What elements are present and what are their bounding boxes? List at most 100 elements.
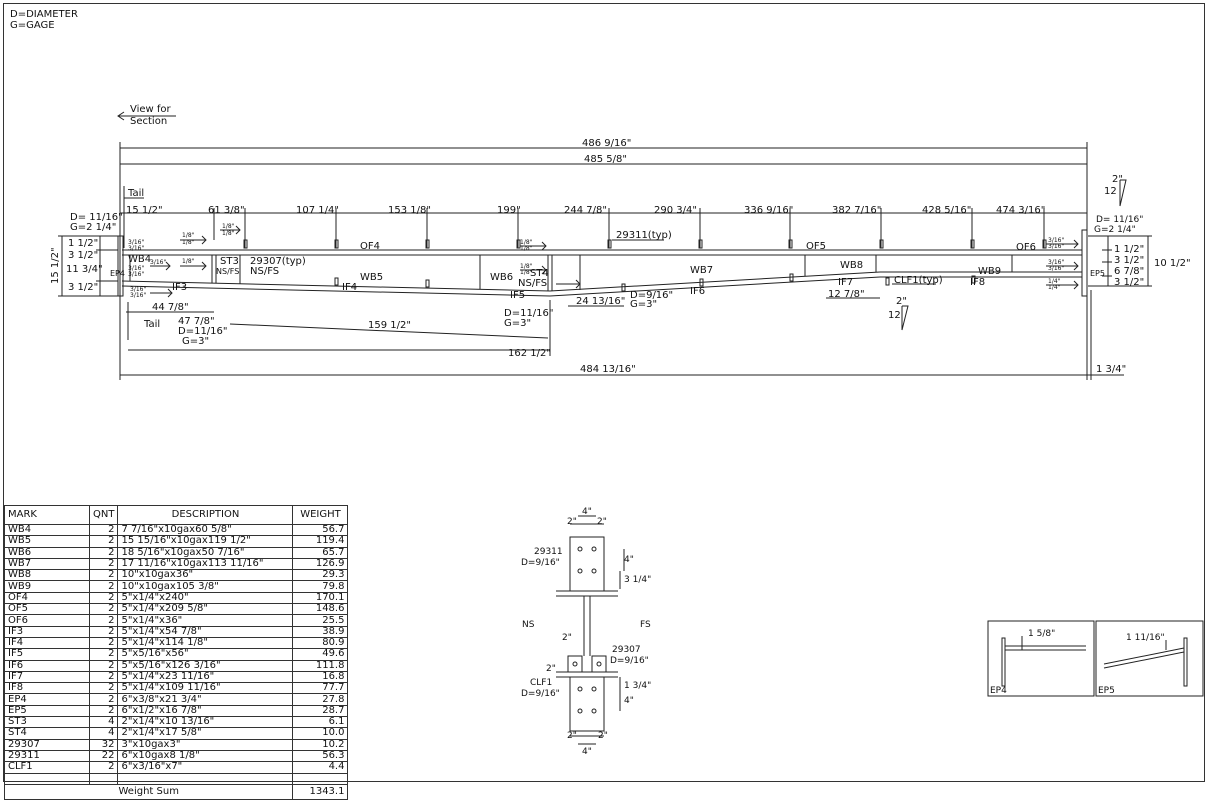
bottom-dim: 44 7/8": [152, 302, 189, 313]
bom-cell-mark: CLF1: [4, 761, 90, 774]
top-dim: 61 3/8": [208, 205, 245, 216]
weld-size: 1/8": [520, 239, 533, 246]
bom-cell-mark: WB7: [4, 557, 90, 571]
hole-note: G=2 1/4": [70, 222, 116, 233]
bom-header-weight: WEIGHT: [292, 505, 349, 525]
bom-cell-mark: EP5: [4, 704, 90, 718]
end-plate-details: [987, 620, 1204, 697]
bom-cell-wt: 126.9: [292, 557, 349, 571]
bom-cell-qnt: 22: [88, 749, 119, 763]
bom-cell-wt: 10.0: [292, 727, 349, 740]
right-dim: 10 1/2": [1154, 258, 1191, 269]
bom-cell-mark: WB4: [4, 523, 90, 537]
bolt-note: 29307(typ): [250, 256, 306, 267]
weld-size: 3/16": [128, 271, 144, 278]
bom-cell-mark: IF5: [4, 648, 90, 661]
bom-cell-desc: 6"x3/16"x7": [117, 761, 294, 774]
bom-header-mark: MARK: [4, 505, 90, 525]
bom-cell-desc: 7 7/16"x10gax60 5/8": [117, 523, 294, 537]
member-label: WB8: [840, 260, 863, 271]
overall-dim-2: 485 5/8": [584, 154, 627, 165]
legend-gage: G=GAGE: [10, 20, 55, 31]
bottom-dim: 159 1/2": [368, 320, 411, 331]
bottom-dim: 24 13/16": [576, 296, 625, 307]
bolt-note: 29311(typ): [616, 230, 672, 241]
section-dim: 4": [624, 696, 634, 706]
left-dim: 11 3/4": [66, 264, 103, 275]
slope-rise: 2": [896, 296, 907, 307]
ep4-detail-dim: 1 5/8": [1028, 629, 1055, 639]
bom-cell-desc: 5"x1/4"x36": [117, 614, 294, 627]
bom-cell-desc: 2"x1/4"x17 5/8": [117, 727, 294, 740]
top-dim: 336 9/16": [744, 205, 793, 216]
section-dim: 2": [598, 731, 608, 741]
member-label: EP4: [110, 269, 125, 278]
bom-cell-qnt: 2: [88, 659, 119, 672]
weld-size: 3/16": [130, 292, 146, 299]
bom-cell-mark: EP4: [4, 693, 90, 706]
bom-cell-qnt: 2: [88, 648, 119, 661]
top-dim: 290 3/4": [654, 205, 697, 216]
hole-note: D=11/16": [504, 308, 554, 319]
bom-cell-wt: 80.9: [292, 636, 349, 650]
bom-cell-desc: 5"x1/4"x23 11/16": [117, 670, 294, 684]
bom-cell-wt: 148.6: [292, 603, 349, 616]
section-labels: 2" 4" 2" 29311 D=9/16" 4" 3 1/4" NS FS 2…: [521, 507, 651, 757]
bom-cell-mark: OF5: [4, 603, 90, 616]
bom-cell-desc: 10"x10gax105 3/8": [117, 580, 294, 593]
ns-fs-note: NS/FS: [250, 266, 279, 277]
left-dim: 1 1/2": [68, 238, 98, 249]
section-note: CLF1: [530, 678, 552, 688]
top-dim: 107 1/4": [296, 205, 339, 216]
bom-header-description: DESCRIPTION: [117, 505, 294, 525]
section-note: 29311: [534, 547, 563, 557]
member-label: ST4: [530, 268, 549, 279]
member-label: IF5: [510, 290, 525, 301]
bom-cell-mark: WB8: [4, 569, 90, 582]
bom-cell-desc: 5"x1/4"x240": [117, 591, 294, 605]
bom-cell-wt: 65.7: [292, 546, 349, 559]
bom-cell-qnt: 2: [88, 761, 119, 774]
bom-cell-wt: 77.7: [292, 682, 349, 695]
weld-size: 1/8": [520, 245, 533, 252]
weld-size: 1/8": [520, 263, 533, 270]
member-label: WB4: [128, 254, 151, 265]
bom-cell-wt: 49.6: [292, 648, 349, 661]
weld-size: 3/16": [1048, 243, 1064, 250]
bom-cell-desc: 5"x1/4"x109 11/16": [117, 682, 294, 695]
bom-cell-qnt: 2: [88, 569, 119, 582]
bom-cell-desc: 10"x10gax36": [117, 569, 294, 582]
section-dim: 2": [567, 731, 577, 741]
bom-cell-desc: 5"x5/16"x126 3/16": [117, 659, 294, 672]
section-view: [556, 515, 625, 745]
section-dim: 2": [567, 517, 577, 527]
bom-cell-desc: 18 5/16"x10gax50 7/16": [117, 546, 294, 559]
bom-cell-qnt: 2: [88, 682, 119, 695]
bom-cell-wt: 27.8: [292, 693, 349, 706]
bom-cell-wt: 4.4: [292, 761, 349, 774]
hole-note: G=2 1/4": [1094, 225, 1136, 235]
bottom-dim: 162 1/2": [508, 348, 551, 359]
weld-size: 3/16": [128, 265, 144, 272]
slope-run: 12: [888, 310, 901, 321]
top-dim: 382 7/16": [832, 205, 881, 216]
bom-cell-mark: ST4: [4, 727, 90, 740]
bom-cell-desc: 17 11/16"x10gax113 11/16": [117, 557, 294, 571]
member-label: IF3: [172, 282, 187, 293]
weld-size: 1/8": [182, 258, 195, 265]
hole-note: G=3": [504, 318, 531, 329]
bom-cell-qnt: 2: [88, 670, 119, 684]
bom-cell-desc: 6"x3/8"x21 3/4": [117, 693, 294, 706]
bom-cell-desc: 3"x10gax3": [117, 738, 294, 751]
tail-label: Tail: [127, 188, 144, 199]
